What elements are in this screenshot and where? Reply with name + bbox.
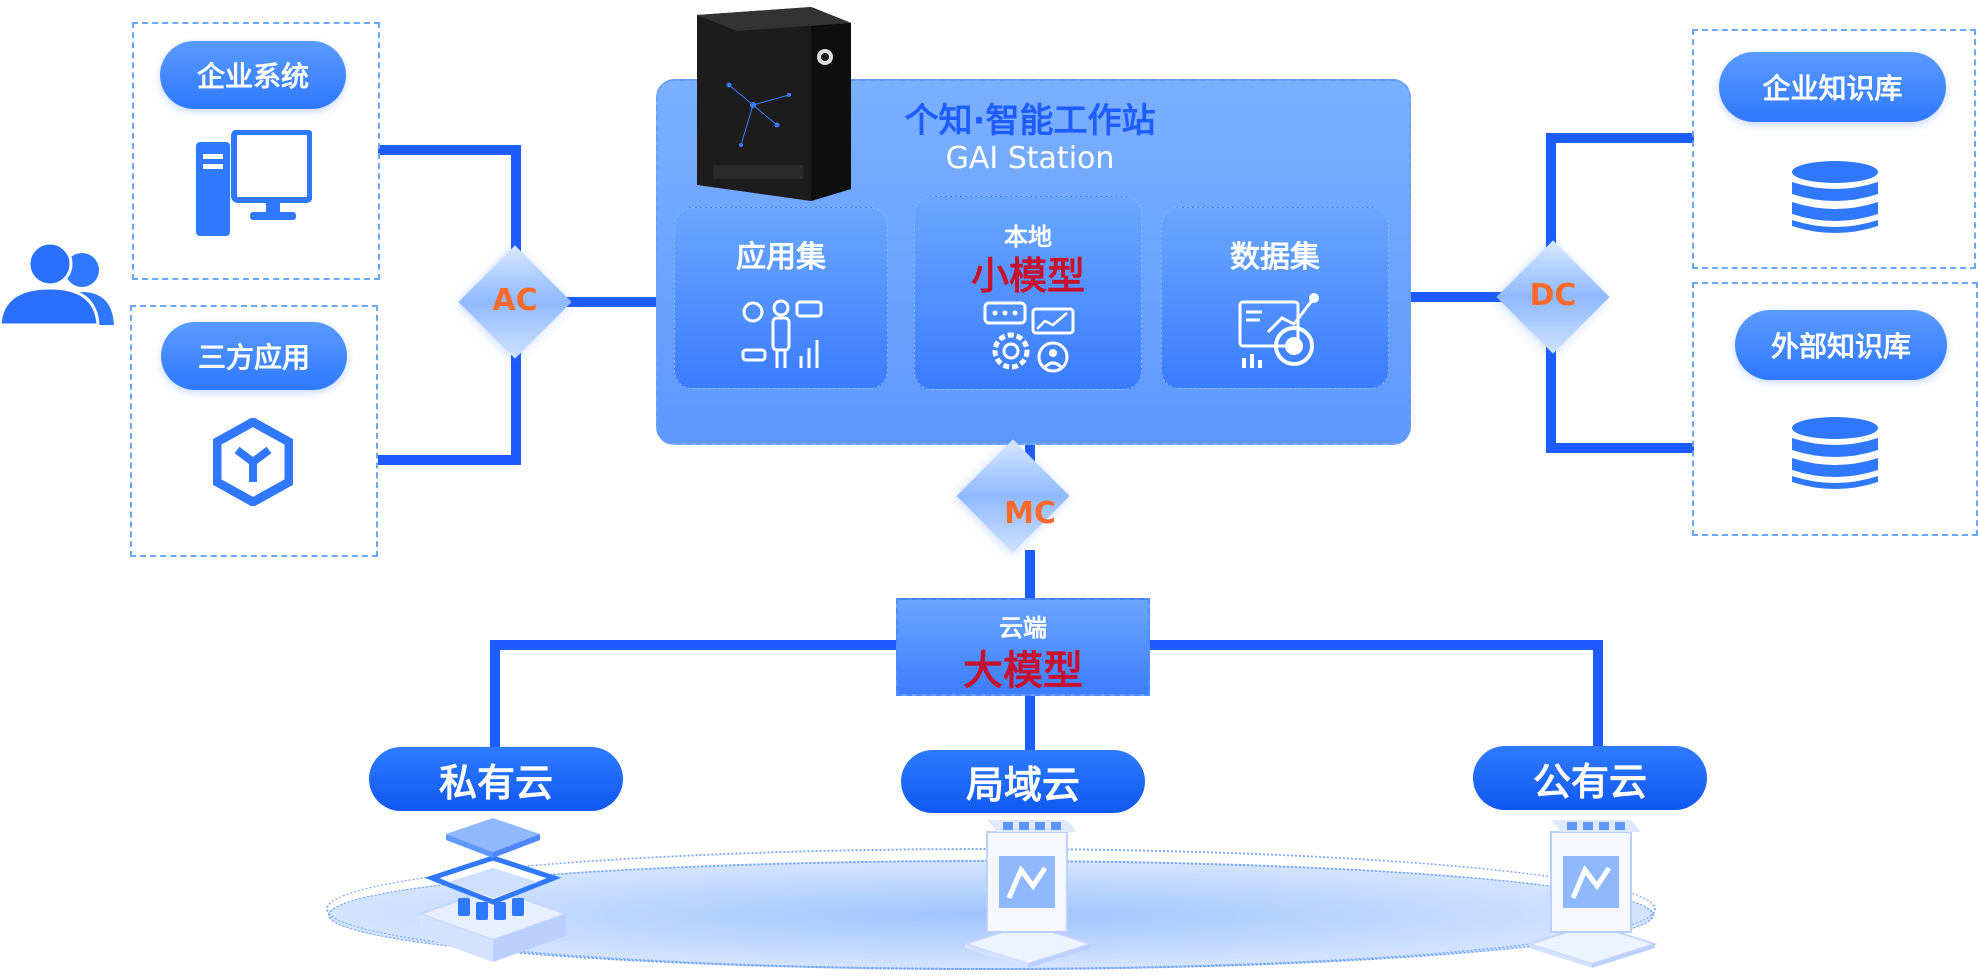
desktop-computer-icon — [194, 129, 313, 238]
small-model-label: 小模型 — [970, 254, 1085, 298]
line-cloud-horizontal-right — [1145, 640, 1603, 650]
external-knowledge-base-label: 外部知识库 — [1735, 310, 1947, 380]
database-icon — [1790, 160, 1880, 236]
app-set-card: 应用集 — [674, 207, 888, 389]
gai-station-hardware-image — [693, 5, 855, 201]
hexagon-app-icon — [212, 416, 294, 508]
data-set-label: 数据集 — [1230, 240, 1320, 275]
local-cloud-label: 局域云 — [901, 750, 1145, 813]
database-icon — [1790, 416, 1880, 492]
enterprise-knowledge-base-box — [1692, 29, 1976, 269]
cloud-large-model-box: 云端 大模型 — [896, 598, 1150, 696]
station-title: 个知·智能工作站 — [904, 101, 1156, 141]
app-set-label: 应用集 — [736, 240, 826, 275]
line-to-public-cloud — [1593, 640, 1603, 750]
data-set-card: 数据集 — [1161, 207, 1389, 389]
data-analytics-icon — [1238, 292, 1328, 376]
app-presentation-icon — [741, 298, 825, 370]
line-thirdparty-to-ac — [378, 455, 520, 465]
server-icon — [961, 812, 1095, 968]
station-subtitle: GAI Station — [945, 141, 1115, 176]
external-knowledge-base-box — [1692, 282, 1978, 536]
cloud-label: 云端 — [999, 614, 1047, 642]
line-to-local-cloud — [1025, 695, 1035, 753]
line-ac-to-station — [560, 297, 680, 307]
enterprise-system-box — [132, 22, 380, 280]
enterprise-knowledge-base-label: 企业知识库 — [1719, 52, 1946, 122]
server-icon — [417, 814, 569, 964]
model-gear-icon — [983, 301, 1077, 375]
large-model-label: 大模型 — [963, 648, 1083, 694]
line-ac-vertical-bottom — [511, 330, 521, 465]
local-model-card: 本地 小模型 — [914, 196, 1142, 390]
line-to-private-cloud — [490, 640, 500, 752]
public-cloud-label: 公有云 — [1473, 746, 1707, 810]
line-cloud-horizontal-left — [490, 640, 900, 650]
server-icon — [1525, 812, 1659, 968]
users-icon — [0, 240, 118, 327]
mc-connector-label: MC — [1004, 496, 1056, 531]
line-dc-to-external-kb — [1546, 443, 1694, 453]
third-party-app-label: 三方应用 — [161, 322, 347, 390]
third-party-app-box — [130, 305, 378, 557]
line-dc-to-enterprise-kb — [1546, 133, 1694, 143]
enterprise-system-label: 企业系统 — [160, 41, 346, 109]
ac-connector-label: AC — [492, 283, 538, 318]
line-station-to-dc — [1388, 292, 1503, 302]
dc-connector-label: DC — [1529, 278, 1577, 313]
local-label: 本地 — [1004, 223, 1052, 251]
private-cloud-label: 私有云 — [369, 747, 623, 811]
line-enterprise-to-ac — [378, 145, 520, 155]
line-mc-to-cloud — [1025, 550, 1035, 600]
line-ac-vertical-top — [511, 145, 521, 265]
